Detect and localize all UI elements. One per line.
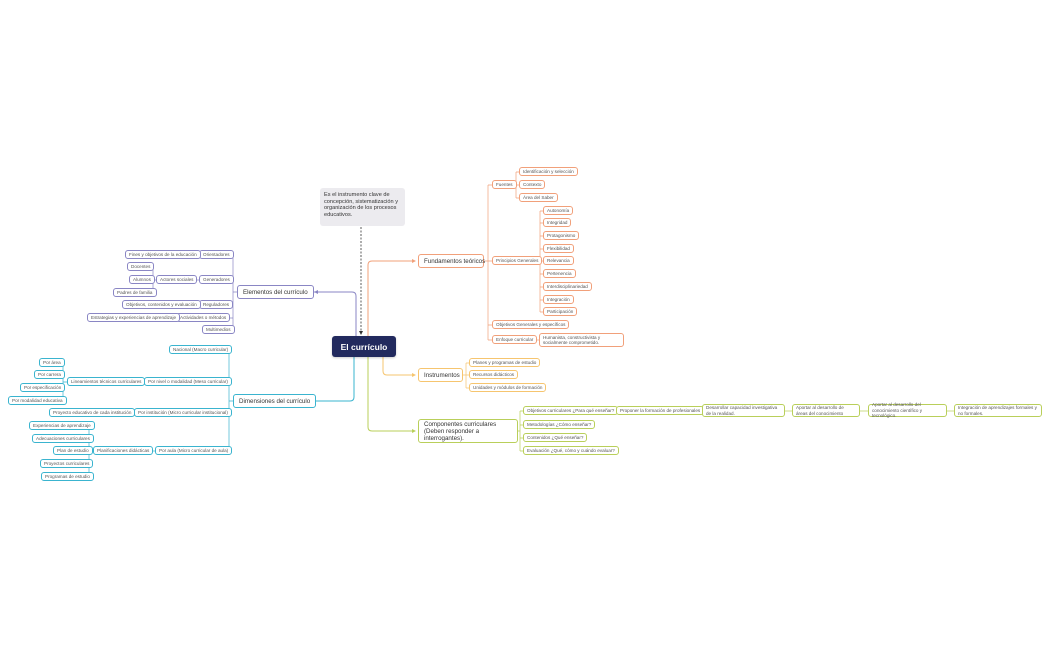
- fundamentos-teoricos[interactable]: Fundamentos teóricos: [418, 254, 485, 268]
- integracion[interactable]: Integración: [543, 295, 574, 304]
- institucion-micro[interactable]: Por institución (Micro curricular instit…: [134, 408, 232, 417]
- actividades-o-metodos[interactable]: Actividades o métodos: [176, 313, 231, 322]
- multimedios[interactable]: Multimedios: [202, 325, 235, 334]
- padres-de-familia[interactable]: Padres de familia: [113, 288, 157, 297]
- planificaciones-didacticas[interactable]: Planificaciones didácticas: [93, 446, 154, 455]
- estrategias-y-experiencias[interactable]: Estrategias y experiencias de aprendizaj…: [87, 313, 181, 322]
- central-topic[interactable]: El currículo: [332, 336, 396, 357]
- proponer-formacion[interactable]: Proponer la formación de profesionales: [616, 406, 705, 415]
- objetivos-generales-especificos[interactable]: Objetivos Generales y específicos: [492, 320, 570, 329]
- contenidos[interactable]: Contenidos ¿Qué enseñar?: [523, 433, 588, 442]
- elementos-del-curriculo[interactable]: Elementos del currículo: [237, 285, 314, 299]
- enfoque-curricular[interactable]: Enfoque curricular: [492, 335, 538, 344]
- contexto[interactable]: Contexto: [519, 180, 546, 189]
- evaluacion[interactable]: Evaluación ¿Qué, cómo y cuándo evaluar?: [523, 446, 619, 455]
- por-especificacion[interactable]: Por especificación: [20, 383, 66, 392]
- metodologias[interactable]: Metodologías ¿Cómo enseñar?: [523, 420, 596, 429]
- orientadores[interactable]: Orientadores: [199, 250, 234, 259]
- alumnos[interactable]: Alumnos: [129, 275, 155, 284]
- aportar-areas-conocimiento[interactable]: Aportar al desarrollo de áreas del conoc…: [792, 404, 860, 417]
- instrumentos[interactable]: Instrumentos: [418, 368, 463, 382]
- autonomia[interactable]: Autonomía: [543, 206, 574, 215]
- adecuaciones-curriculares[interactable]: Adecuaciones curriculares: [32, 434, 94, 443]
- protagonismo[interactable]: Protagonismo: [543, 231, 580, 240]
- objetivos-contenidos-evaluacion[interactable]: Objetivos, contenidos y evaluación: [122, 300, 201, 309]
- componentes-curriculares[interactable]: Componentes curriculares (Deben responde…: [418, 419, 518, 443]
- reguladores[interactable]: Reguladores: [199, 300, 234, 309]
- participacion[interactable]: Participación: [543, 307, 578, 316]
- lineamientos-tecnicos[interactable]: Lineamientos técnicos curriculares: [67, 377, 146, 386]
- interdisciplinariedad[interactable]: Interdisciplinariedad: [543, 282, 592, 291]
- docentes[interactable]: Docentes: [127, 262, 155, 271]
- nivel-modalidad-meso[interactable]: Por nivel o modalidad (Meso curricular): [144, 377, 232, 386]
- planes-y-programas[interactable]: Planes y programas de estudio: [469, 358, 541, 367]
- desarrollar-capacidad[interactable]: Desarrollar capacidad investigativa de l…: [702, 404, 785, 417]
- experiencias-de-aprendizaje[interactable]: Experiencias de aprendizaje: [29, 421, 95, 430]
- por-carrera[interactable]: Por carrera: [34, 370, 65, 379]
- proyecto-educativo[interactable]: Proyecto educativo de cada institución: [49, 408, 136, 417]
- identificacion-y-seleccion[interactable]: Identificación y selección: [519, 167, 578, 176]
- description-note: Es el instrumento clave de concepción, s…: [320, 188, 405, 226]
- actores-sociales[interactable]: Actores sociales: [156, 275, 198, 284]
- area-del-saber[interactable]: Área del Saber: [519, 193, 558, 202]
- recursos-didacticos[interactable]: Recursos didácticos: [469, 370, 519, 379]
- fuentes[interactable]: Fuentes: [492, 180, 517, 189]
- relevancia[interactable]: Relevancia: [543, 256, 574, 265]
- por-modalidad-educativa[interactable]: Por modalidad educativa: [8, 396, 67, 405]
- flexibilidad[interactable]: Flexibilidad: [543, 244, 574, 253]
- dimensiones-del-curriculo[interactable]: Dimensiones del currículo: [233, 394, 317, 408]
- humanista-constructivista[interactable]: Humanista, constructivista y socialmente…: [539, 333, 624, 347]
- unidades-y-modulos[interactable]: Unidades y módulos de formación: [469, 383, 547, 392]
- fines-y-objetivos[interactable]: Fines y objetivos de la educación: [125, 250, 201, 259]
- principios-generales[interactable]: Principios Generales: [492, 256, 543, 265]
- plan-de-estudio[interactable]: Plan de estudio: [53, 446, 93, 455]
- generadores[interactable]: Generadores: [199, 275, 234, 284]
- proyectos-curriculares[interactable]: Proyectos curriculares: [40, 459, 94, 468]
- aula-micro[interactable]: Por aula (Micro curricular de aula): [155, 446, 233, 455]
- programas-de-estudio[interactable]: Programas de estudio: [41, 472, 94, 481]
- pertenencia[interactable]: Pertenencia: [543, 269, 576, 278]
- integridad[interactable]: Integridad: [543, 218, 572, 227]
- objetivos-curriculares[interactable]: Objetivos curriculares ¿Para qué enseñar…: [523, 406, 619, 415]
- aportar-conocimiento-cientifico[interactable]: Aportar al desarrollo del conocimiento c…: [868, 402, 947, 418]
- nacional-macro[interactable]: Nacional (Macro curricular): [169, 345, 233, 354]
- integracion-aprendizajes[interactable]: Integración de aprendizajes formales y n…: [954, 404, 1042, 417]
- por-area[interactable]: Por área: [39, 358, 65, 367]
